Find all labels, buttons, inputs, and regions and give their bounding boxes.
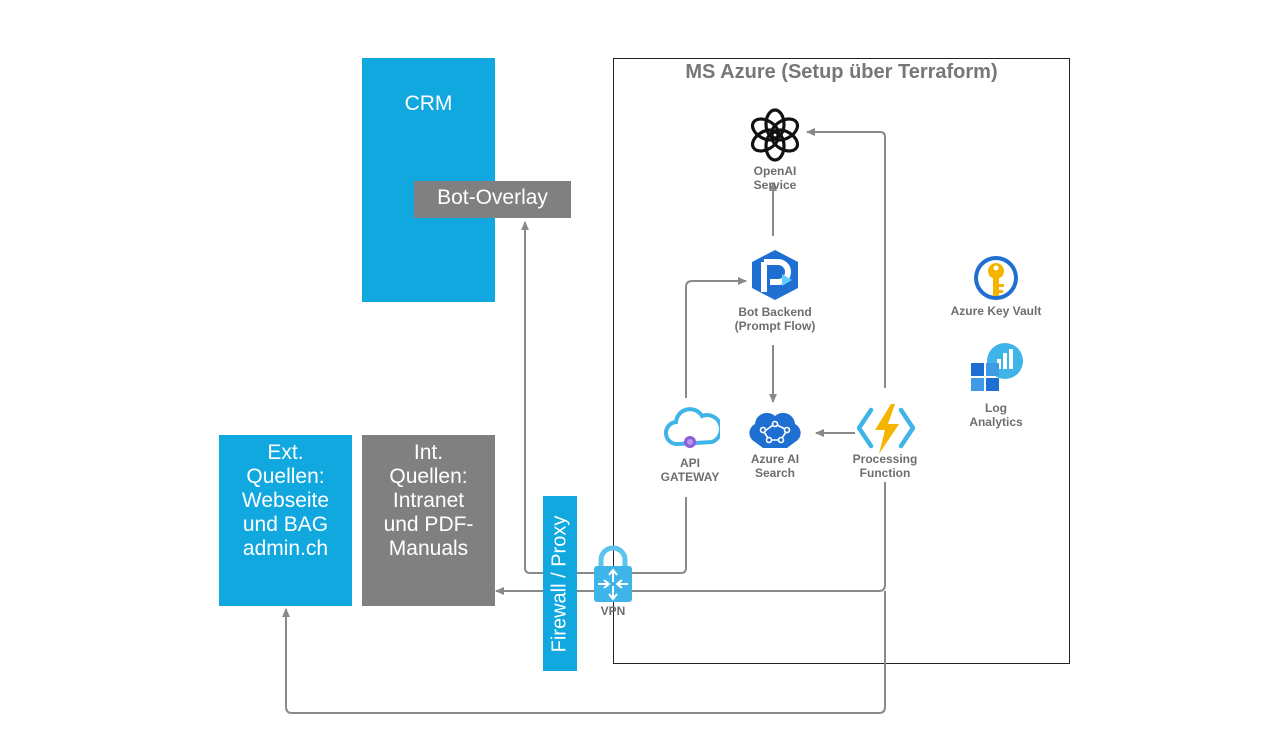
firewall-bar: Firewall / Proxy xyxy=(543,496,577,671)
edge-vpn-overlay xyxy=(521,221,600,574)
ext-sources-box: Ext. Quellen: Webseite und BAG admin.ch xyxy=(219,435,352,606)
edge-processing-ext xyxy=(282,591,886,714)
edge-processing-openai xyxy=(806,128,886,388)
key-vault-icon xyxy=(974,256,1018,300)
edge-gateway-backend xyxy=(685,277,747,398)
edge-processing-int xyxy=(495,482,886,595)
log-analytics-label: Log Analytics xyxy=(969,401,1023,429)
ai-search-label: Azure AI Search xyxy=(750,452,800,480)
function-icon xyxy=(857,404,915,454)
api-gateway-icon xyxy=(664,407,720,448)
azure-title: MS Azure (Setup über Terraform) xyxy=(685,61,998,83)
openai-icon xyxy=(750,108,800,162)
edge-vpn-gateway xyxy=(628,497,687,574)
int-sources-box: Int. Quellen: Intranet und PDF- Manuals xyxy=(362,435,495,606)
openai-label: OpenAI Service xyxy=(753,164,797,192)
bot-backend-label: Bot Backend (Prompt Flow) xyxy=(734,305,816,333)
crm-label: CRM xyxy=(404,92,453,115)
vpn-lock-icon xyxy=(594,545,632,602)
crm-box: CRM xyxy=(362,58,495,302)
int-sources-label: Int. Quellen: Intranet und PDF- Manuals xyxy=(383,441,474,560)
processing-label: Processing Function xyxy=(852,452,918,480)
ext-sources-label: Ext. Quellen: Webseite und BAG admin.ch xyxy=(241,441,330,560)
azure-boundary xyxy=(613,58,1070,664)
bot-backend-icon xyxy=(752,250,798,300)
api-gateway-label: API GATEWAY xyxy=(660,456,720,484)
ai-search-icon xyxy=(749,412,801,448)
log-analytics-icon xyxy=(971,343,1023,391)
key-vault-label: Azure Key Vault xyxy=(950,304,1042,318)
firewall-label: Firewall / Proxy xyxy=(548,515,571,652)
vpn-label: VPN xyxy=(600,604,626,618)
bot-overlay: Bot-Overlay xyxy=(414,181,571,218)
